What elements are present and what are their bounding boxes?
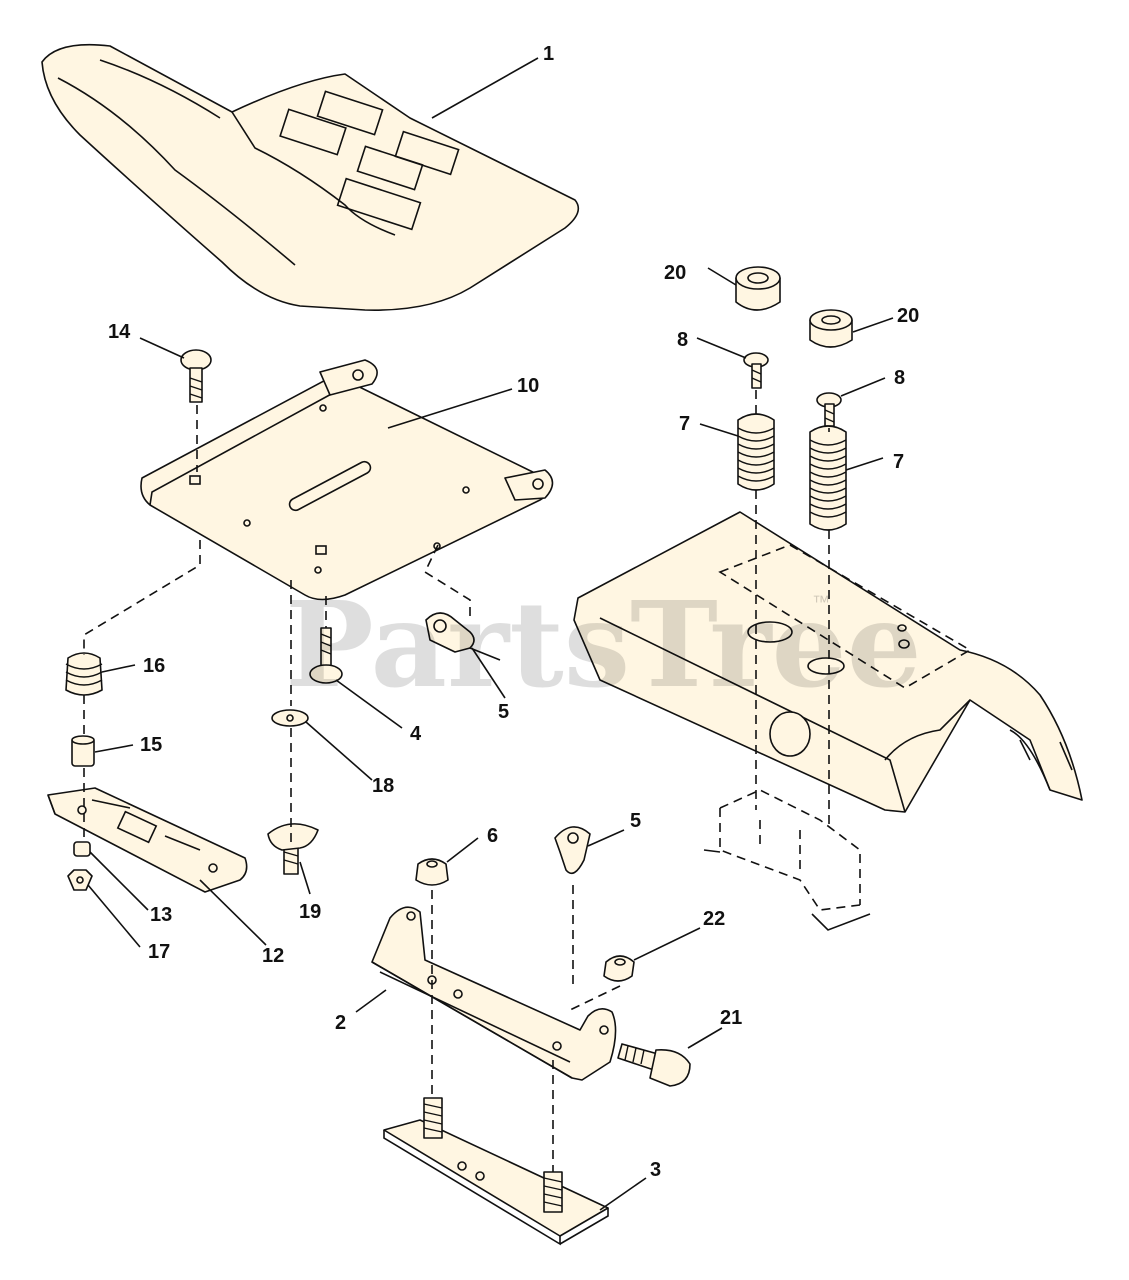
- washer-part-18[interactable]: [271, 709, 309, 727]
- shoulder-bolt-part-21[interactable]: [617, 1043, 691, 1087]
- nut-part-6[interactable]: [415, 858, 449, 886]
- callout-18[interactable]: 18: [372, 775, 394, 797]
- callout-7-right[interactable]: 7: [893, 451, 904, 473]
- assembly-lines: [83, 390, 830, 1172]
- callout-1[interactable]: 1: [543, 43, 554, 65]
- callout-17[interactable]: 17: [148, 941, 170, 963]
- callout-4[interactable]: 4: [410, 723, 422, 745]
- callout-6[interactable]: 6: [487, 825, 498, 847]
- callout-labels: 1 10 14 20 20 8 8 7 7 16 15 13 17 12 4 1…: [108, 43, 919, 1181]
- callout-3[interactable]: 3: [650, 1159, 661, 1181]
- pivot-bracket-part-2[interactable]: [371, 906, 617, 1081]
- callout-13[interactable]: 13: [150, 904, 172, 926]
- callout-5-lower[interactable]: 5: [630, 810, 641, 832]
- watermark-text: PartsTree: [285, 575, 922, 714]
- callout-8-right[interactable]: 8: [894, 367, 905, 389]
- callout-7-left[interactable]: 7: [679, 413, 690, 435]
- knob-part-19[interactable]: [267, 823, 319, 875]
- seat-part-1[interactable]: [41, 43, 580, 311]
- watermark-trademark: ™: [812, 592, 830, 612]
- base-plate-part-3[interactable]: [383, 1097, 609, 1246]
- seat-pan-part-10[interactable]: [140, 359, 554, 601]
- callout-5-upper[interactable]: 5: [498, 701, 509, 723]
- watermark: PartsTree ™: [285, 575, 922, 714]
- callout-14[interactable]: 14: [108, 321, 131, 343]
- nut-part-22[interactable]: [603, 955, 635, 982]
- bolt-part-8-left[interactable]: [743, 352, 769, 389]
- bolt-part-8-right[interactable]: [816, 392, 842, 427]
- spring-part-16[interactable]: [65, 652, 103, 696]
- callout-20-left[interactable]: 20: [664, 262, 686, 284]
- callout-16[interactable]: 16: [143, 655, 165, 677]
- bumper-part-20-right[interactable]: [809, 309, 853, 348]
- spring-part-7-right[interactable]: [809, 425, 847, 531]
- tractor-frame: [573, 511, 1083, 813]
- callout-15[interactable]: 15: [140, 734, 162, 756]
- carriage-bolt-part-14[interactable]: [180, 349, 212, 403]
- callout-20-right[interactable]: 20: [897, 305, 919, 327]
- callout-8-left[interactable]: 8: [677, 329, 688, 351]
- callout-10[interactable]: 10: [517, 375, 539, 397]
- bumper-part-20-left[interactable]: [735, 266, 781, 311]
- mount-bracket: [703, 789, 871, 931]
- spacer-part-15[interactable]: [71, 735, 95, 767]
- slide-rail-part-12[interactable]: [47, 787, 248, 893]
- callout-21[interactable]: 21: [720, 1007, 742, 1029]
- callout-19[interactable]: 19: [299, 901, 321, 923]
- cable-clip-part-5-lower[interactable]: [554, 826, 591, 875]
- nut-part-13[interactable]: [73, 841, 91, 857]
- leader-lines: [87, 57, 894, 1211]
- callout-12[interactable]: 12: [262, 945, 284, 967]
- callout-2[interactable]: 2: [335, 1012, 346, 1034]
- spring-part-7-left[interactable]: [737, 413, 775, 491]
- callout-22[interactable]: 22: [703, 908, 725, 930]
- nut-part-17[interactable]: [67, 869, 93, 891]
